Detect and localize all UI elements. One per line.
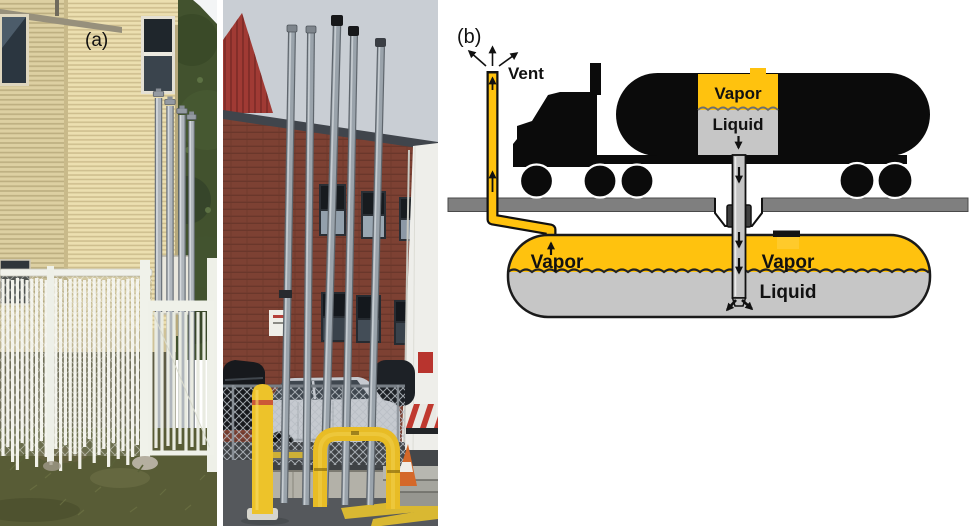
- tanker-vapor-label: Vapor: [714, 84, 762, 103]
- dark-vent-cap: [375, 38, 386, 47]
- yellow-guard-rail: [313, 427, 400, 509]
- tanker-liquid-label: Liquid: [713, 115, 764, 134]
- tank-vapor-right-label: Vapor: [762, 252, 815, 273]
- black-vent-cap: [331, 15, 343, 26]
- red-metal-roof: [223, 13, 273, 113]
- fence-gate: [147, 300, 215, 456]
- tank-top-fitting: [773, 230, 800, 237]
- yellow-bollard: [241, 384, 289, 525]
- fence-post: [140, 260, 150, 468]
- wavy-interface: [508, 268, 930, 274]
- white-trailer: [401, 143, 438, 462]
- fence-top-rail: [0, 268, 153, 277]
- vent-pipe: [279, 24, 298, 504]
- photo-panel-middle: [223, 0, 438, 526]
- underground-tank: Vapor Vapor Liquid: [506, 230, 932, 319]
- traffic-cone: [395, 444, 417, 486]
- vent-pipe: [319, 15, 343, 506]
- truck-chassis: [513, 155, 907, 164]
- exhaust-stack: [590, 63, 601, 95]
- black-vent-cap: [348, 26, 359, 36]
- photo-panel-a: (a): [0, 0, 217, 526]
- vent-emission-arrows: [467, 45, 519, 67]
- post-base: [132, 456, 158, 470]
- tank-vapor-left-label: Vapor: [531, 252, 584, 273]
- drop-tube-assembly: [725, 154, 754, 312]
- trailer-bumper-stripes: [406, 404, 438, 428]
- wavy-interface: [697, 106, 779, 112]
- tank-vapor-layer: [508, 235, 930, 272]
- diagram-panel-b: (b) Vapor Liquid: [447, 26, 969, 319]
- sky-patch: [193, 0, 217, 24]
- vent-label: Vent: [508, 64, 544, 83]
- trailer-logo: [418, 352, 433, 373]
- truck-wheels: [518, 161, 914, 200]
- tank-liquid-layer: [508, 272, 930, 317]
- vent-pipes-a: [152, 88, 197, 476]
- pipe-clamp: [279, 290, 292, 298]
- tanker-cutaway: Vapor Liquid: [697, 68, 779, 155]
- yellow-road-marking: [371, 508, 438, 526]
- liquid-splash-arrows: [725, 299, 754, 312]
- post-base: [43, 461, 61, 471]
- tank-liquid-label: Liquid: [760, 282, 817, 303]
- truck-cab: [513, 92, 597, 167]
- vent-pipe: [341, 26, 359, 506]
- fence-post: [47, 266, 54, 462]
- white-fence: [0, 258, 217, 473]
- cutaway-vapor: [698, 74, 778, 110]
- panel-a-label: (a): [85, 30, 108, 51]
- vent-pipe: [302, 25, 317, 506]
- panel-b-label: (b): [457, 26, 481, 48]
- fill-dome: [750, 68, 766, 76]
